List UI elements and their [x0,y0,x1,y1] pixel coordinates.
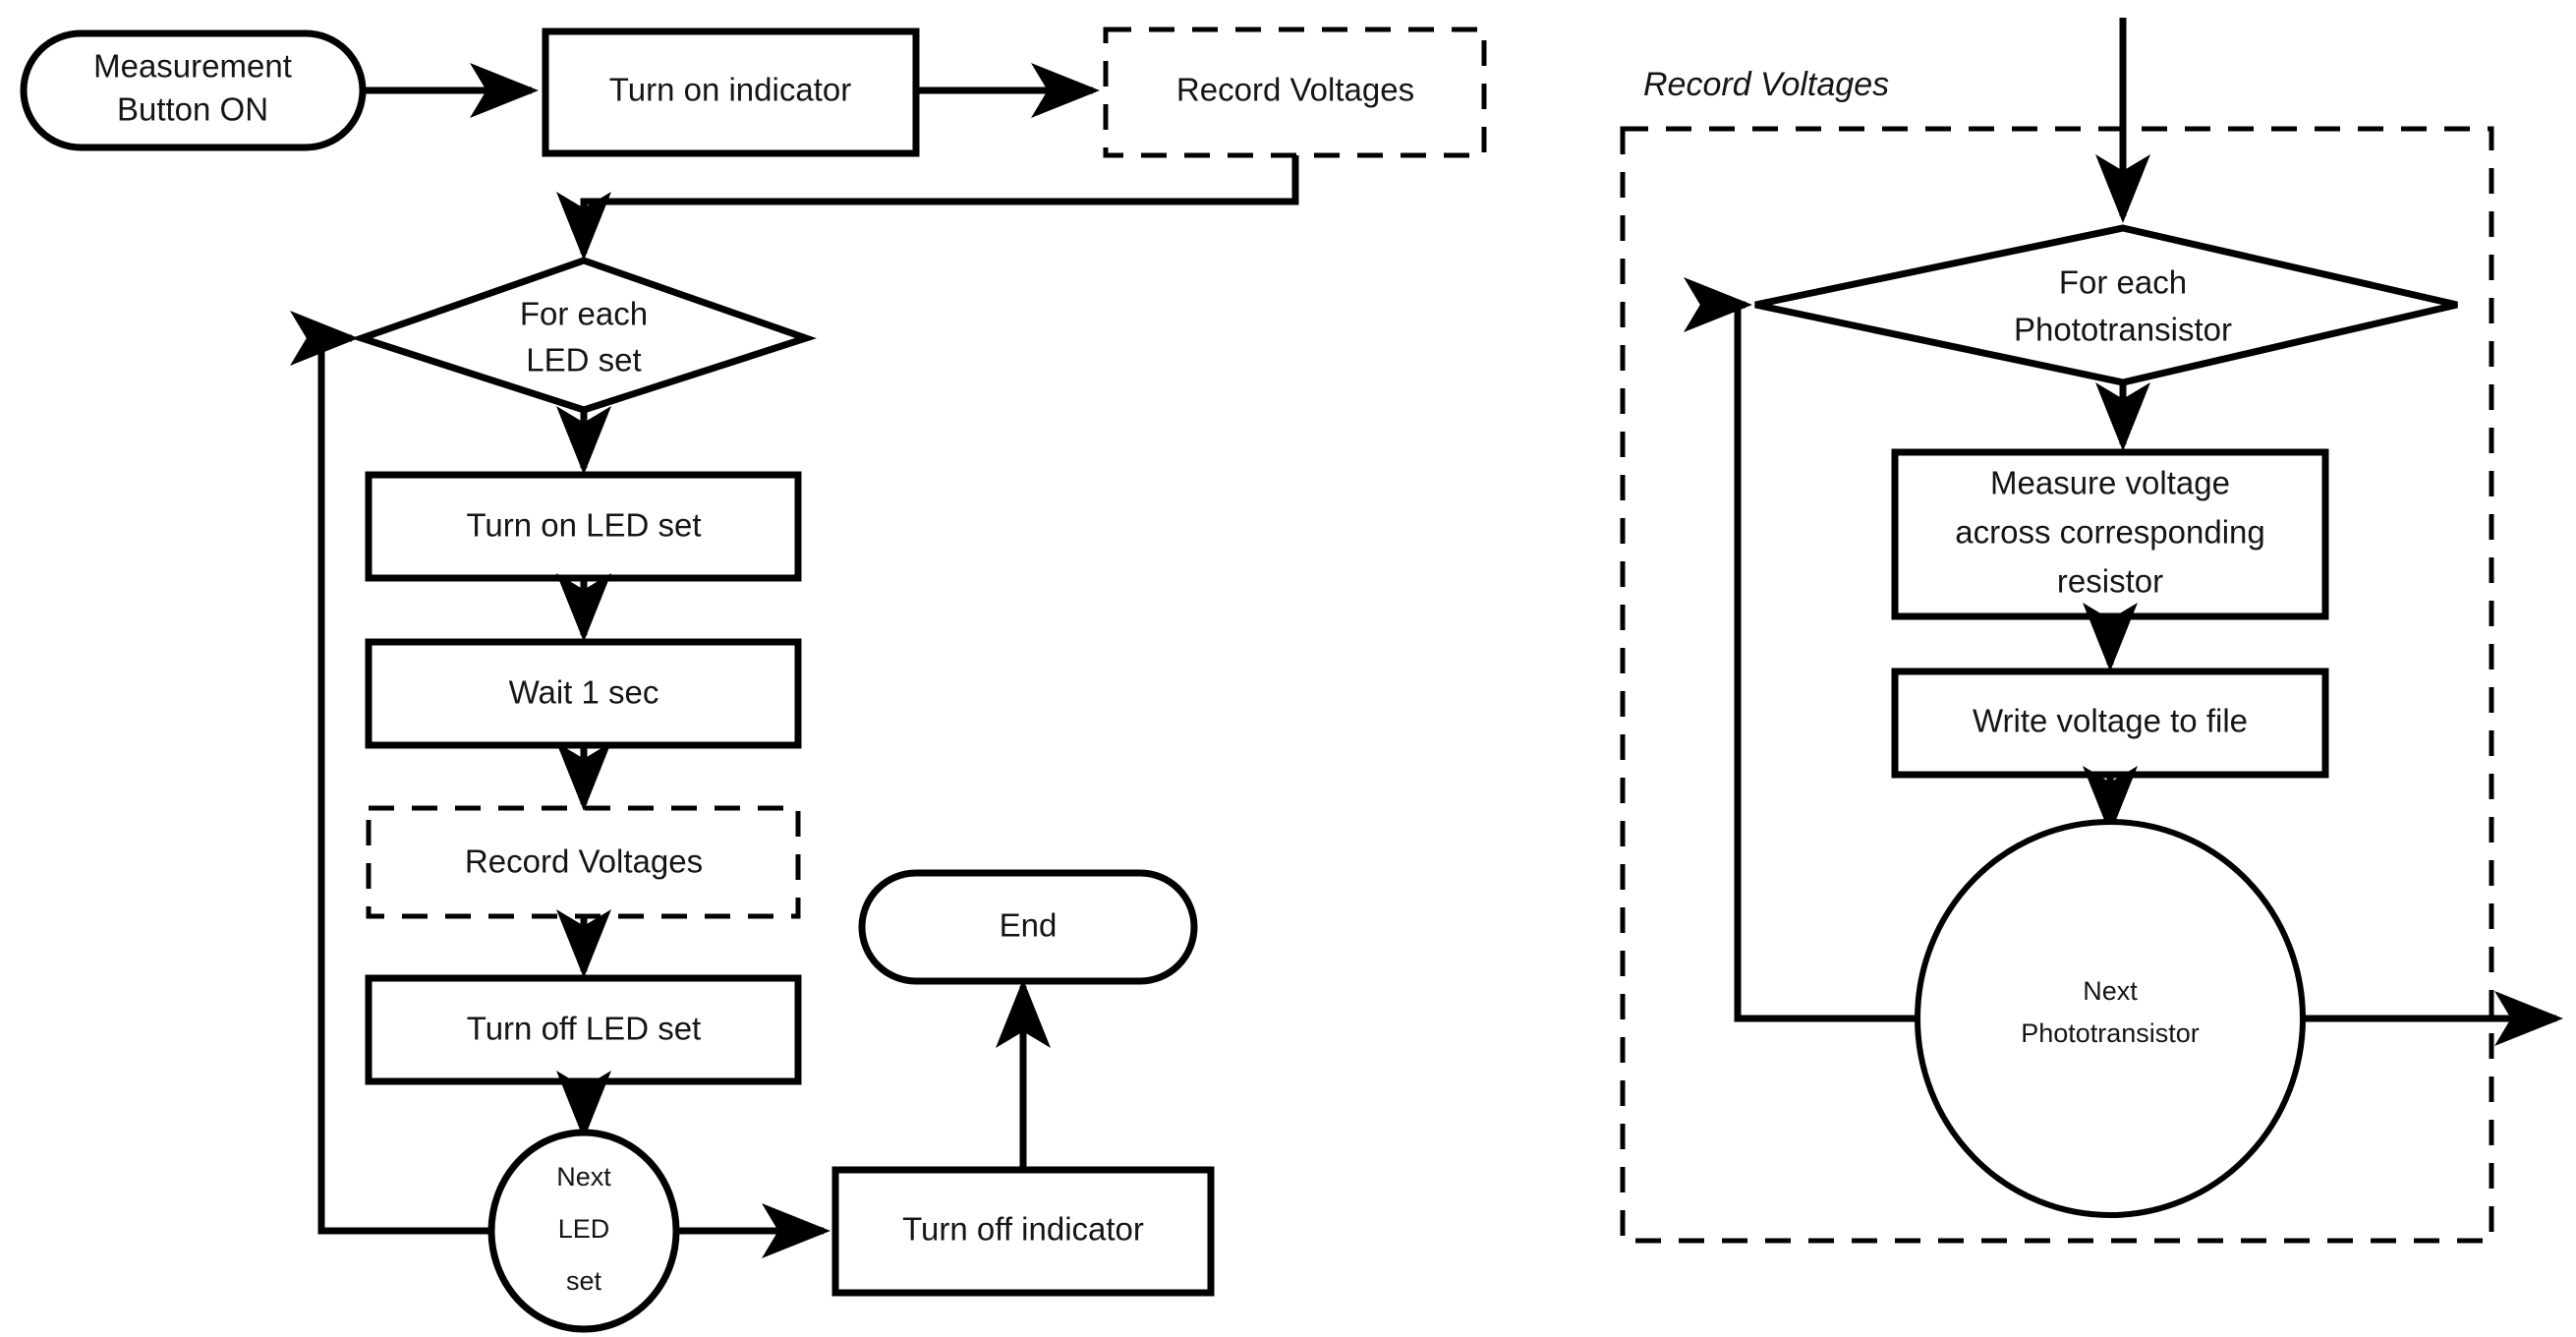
for-each-phototransistor-label-line1: For each [2059,264,2187,301]
for-each-led-set-label-line2: LED set [526,342,641,378]
turn-on-indicator-label: Turn on indicator [609,72,851,108]
node-wait-1-sec[interactable]: Wait 1 sec [365,638,802,749]
turn-off-led-set-shape [365,974,802,1085]
measure-voltage-label-line3: resistor [2057,563,2163,600]
record-voltages-call-inner-label: Record Voltages [465,843,703,880]
start-node-label-line2: Button ON [117,91,268,128]
start-node-label-line1: Measurement [93,48,292,85]
node-turn-off-indicator[interactable]: Turn off indicator [831,1166,1215,1297]
measure-voltage-label-line1: Measure voltage [1990,465,2230,501]
next-led-set-label-line2: LED [558,1214,610,1244]
edge-record-voltages-to-for-each-led-set [556,155,1299,261]
edge-next-led-set-loop-back [290,311,491,1235]
next-led-set-label-line1: Next [556,1162,611,1192]
for-each-phototransistor-label-line2: Phototransistor [2014,312,2232,348]
node-turn-off-led-set[interactable]: Turn off LED set [365,974,802,1085]
turn-on-led-set-shape [365,471,802,582]
node-measure-voltage[interactable]: Measure voltage across corresponding res… [1891,448,2329,620]
node-for-each-phototransistor[interactable]: For each Phototransistor [1754,224,2458,386]
node-write-voltage-to-file[interactable]: Write voltage to file [1891,668,2329,779]
end-node-shape [858,869,1198,985]
turn-on-indicator-shape [542,28,920,157]
next-led-set-label-line3: set [566,1266,602,1296]
node-end[interactable]: End [858,869,1198,985]
node-next-phototransistor[interactable]: Next Phototransistor [1915,819,2306,1218]
edge-next-phototransistor-loop-back [1684,277,1918,1022]
node-record-voltages-call-top[interactable]: Record Voltages [1103,27,1487,158]
next-phototransistor-label-line2: Phototransistor [2021,1018,2200,1048]
node-turn-on-led-set[interactable]: Turn on LED set [365,471,802,582]
node-next-led-set[interactable]: Next LED set [487,1129,680,1333]
for-each-phototransistor-shape [1754,224,2458,386]
record-voltages-group-title: Record Voltages [1643,66,1889,103]
for-each-led-set-label-line1: For each [520,296,648,332]
measure-voltage-label-line2: across corresponding [1955,514,2265,551]
node-record-voltages-call-inner[interactable]: Record Voltages [366,805,801,919]
end-node-label: End [1000,907,1058,944]
turn-off-led-set-label: Turn off LED set [467,1011,701,1047]
write-voltage-to-file-shape [1891,668,2329,779]
node-turn-on-indicator[interactable]: Turn on indicator [542,28,920,157]
for-each-led-set-shape [351,257,817,414]
node-start-measurement-button[interactable]: Measurement Button ON [20,29,367,151]
write-voltage-to-file-label: Write voltage to file [1973,703,2248,739]
next-phototransistor-label-line1: Next [2083,976,2138,1006]
record-voltages-group-container [1620,126,2494,1244]
node-for-each-led-set[interactable]: For each LED set [351,257,817,414]
record-voltages-call-top-label: Record Voltages [1176,72,1414,108]
turn-on-led-set-label: Turn on LED set [466,507,701,544]
wait-1-sec-label: Wait 1 sec [509,674,659,711]
turn-off-indicator-label: Turn off indicator [902,1211,1144,1248]
measure-voltage-shape [1891,448,2329,620]
wait-1-sec-shape [365,638,802,749]
